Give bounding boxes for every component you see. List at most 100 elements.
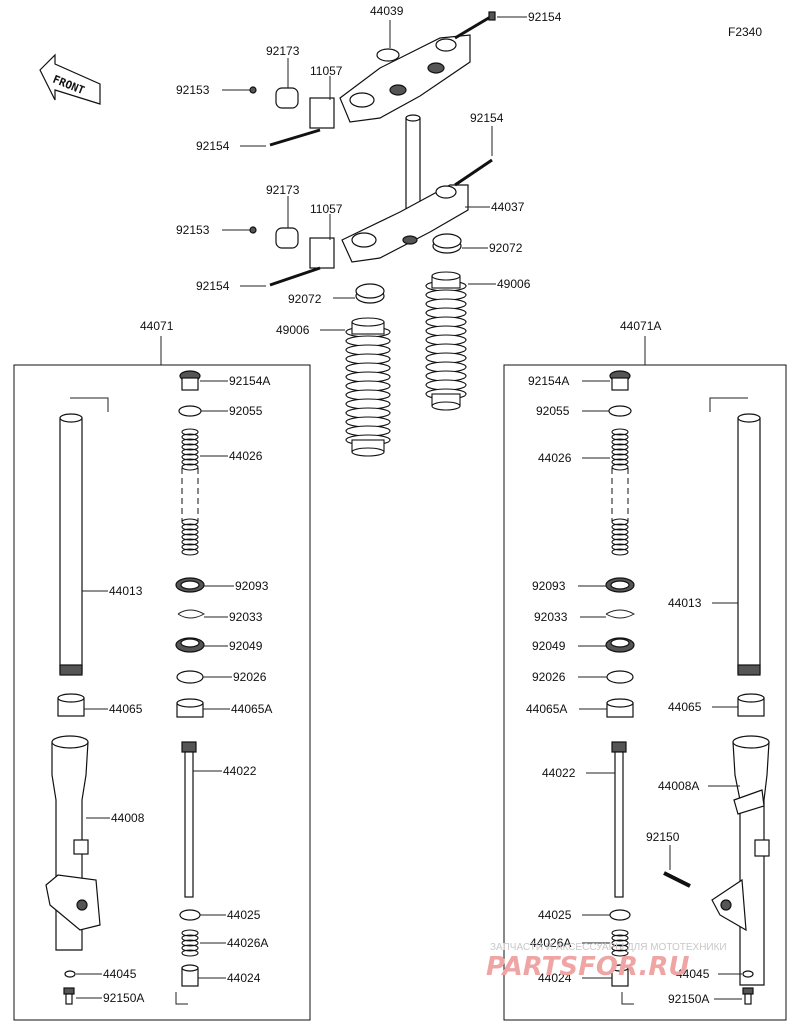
label-L-44025: 44025 <box>227 908 261 922</box>
bolt-icon <box>63 987 75 1005</box>
label-92153-a: 92153 <box>176 83 210 97</box>
label-92153-b: 92153 <box>176 223 210 237</box>
bushing-icon <box>606 698 634 718</box>
label-L-92150A: 92150A <box>103 991 144 1005</box>
oil-seal-icon <box>605 637 635 653</box>
label-R-44065A: 44065A <box>526 702 567 716</box>
steering-stem-icon <box>341 114 469 263</box>
label-L-44026: 44026 <box>229 449 263 463</box>
bolt-icon <box>663 871 691 888</box>
label-R-44013: 44013 <box>668 596 702 610</box>
label-11057-b: 11057 <box>310 202 343 216</box>
cap-bolt-icon <box>179 370 201 391</box>
bolt-icon <box>742 987 754 1005</box>
label-L-92026: 92026 <box>233 670 267 684</box>
washer-icon <box>742 970 754 978</box>
washer-icon <box>64 970 76 978</box>
label-92154-mid: 92154 <box>470 111 504 125</box>
label-L-44026A: 44026A <box>227 936 268 950</box>
label-92072-r: 92072 <box>489 241 523 255</box>
label-44071A: 44071A <box>620 319 661 333</box>
right-fork-frame <box>503 364 787 1021</box>
upper-triple-clamp-icon <box>339 34 471 123</box>
label-92154-a: 92154 <box>196 139 230 153</box>
label-92154-b: 92154 <box>196 279 230 293</box>
ring-icon <box>609 909 631 921</box>
bushing-icon <box>57 693 85 717</box>
hose-clamp-icon <box>355 283 385 304</box>
label-11057-a: 11057 <box>310 64 343 78</box>
fork-spring-icon <box>181 428 199 556</box>
handlebar-clamp-icon <box>275 227 335 269</box>
fork-spring-icon <box>611 428 629 556</box>
o-ring-icon <box>608 405 632 417</box>
label-R-92055: 92055 <box>536 404 570 418</box>
damper-rod-icon <box>611 741 627 898</box>
label-49006-l: 49006 <box>276 323 310 337</box>
label-L-44013: 44013 <box>109 584 143 598</box>
label-92072-l: 92072 <box>288 292 322 306</box>
label-R-44008A: 44008A <box>658 779 699 793</box>
rebound-spring-icon <box>611 929 629 957</box>
label-L-44065A: 44065A <box>231 702 272 716</box>
retaining-clip-icon <box>177 609 206 619</box>
label-L-44008: 44008 <box>111 811 145 825</box>
dust-seal-icon <box>605 577 635 593</box>
inner-tube-icon <box>709 397 761 676</box>
label-R-44026A: 44026A <box>530 936 571 950</box>
label-44039: 44039 <box>370 4 404 18</box>
oil-seal-icon <box>175 637 205 653</box>
label-L-92093: 92093 <box>235 579 269 593</box>
oil-lock-piece-icon <box>181 964 199 987</box>
cap-bolt-icon <box>609 370 631 391</box>
dust-seal-icon <box>175 577 205 593</box>
hose-clamp-icon <box>432 233 462 254</box>
label-L-92049: 92049 <box>229 639 263 653</box>
fork-boot-icon <box>345 317 391 457</box>
label-L-44024: 44024 <box>227 971 261 985</box>
label-R-92150A: 92150A <box>668 992 709 1006</box>
label-R-44065: 44065 <box>668 700 702 714</box>
label-L-44045: 44045 <box>103 967 137 981</box>
rebound-spring-icon <box>181 929 199 957</box>
bolt-icon <box>454 11 496 40</box>
label-49006-r: 49006 <box>497 277 531 291</box>
label-R-44026: 44026 <box>538 451 572 465</box>
watermark-line1: ЗАПЧАСТИ И АКСЕССУАРЫ ДЛЯ МОТОТЕХНИКИ <box>490 942 727 953</box>
label-R-92150: 92150 <box>646 830 680 844</box>
label-R-44022: 44022 <box>542 766 576 780</box>
label-R-92154A: 92154A <box>528 374 569 388</box>
label-44037: 44037 <box>491 200 525 214</box>
label-92173-b: 92173 <box>266 183 300 197</box>
label-L-92055: 92055 <box>229 404 263 418</box>
bushing-icon <box>737 693 765 717</box>
label-L-92154A: 92154A <box>229 374 270 388</box>
label-R-92093: 92093 <box>532 579 566 593</box>
outer-tube-icon <box>711 735 770 986</box>
label-92154-top: 92154 <box>528 10 562 24</box>
handlebar-clamp-icon <box>275 87 335 129</box>
washer-icon <box>606 670 634 684</box>
inner-tube-icon <box>59 397 109 676</box>
damper-rod-icon <box>181 741 197 898</box>
label-R-44025: 44025 <box>538 908 572 922</box>
label-44071: 44071 <box>140 319 174 333</box>
o-ring-icon <box>178 405 202 417</box>
label-R-92026: 92026 <box>532 670 566 684</box>
washer-icon <box>176 670 204 684</box>
fork-boot-icon <box>425 271 467 411</box>
label-R-92033: 92033 <box>534 610 568 624</box>
front-arrow-icon: FRONT <box>39 53 101 105</box>
label-R-44024: 44024 <box>538 971 572 985</box>
bushing-icon <box>176 698 204 718</box>
label-L-92033: 92033 <box>229 610 263 624</box>
left-fork-frame <box>13 364 311 1021</box>
label-L-44065: 44065 <box>109 702 143 716</box>
label-L-44022: 44022 <box>223 764 257 778</box>
figure-code: F2340 <box>728 25 762 39</box>
outer-tube-icon <box>45 735 101 951</box>
label-R-92049: 92049 <box>532 639 566 653</box>
label-R-44045: 44045 <box>676 967 710 981</box>
label-92173-a: 92173 <box>266 44 300 58</box>
